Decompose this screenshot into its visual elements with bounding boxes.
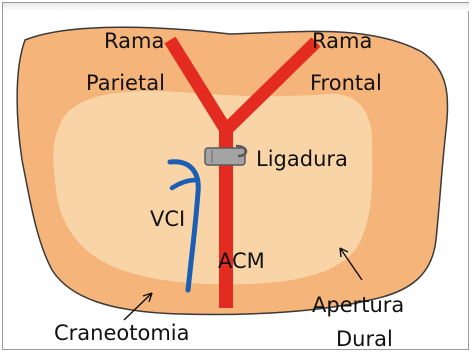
label-vci: VCI <box>150 207 185 231</box>
label-acm: ACM <box>218 249 265 273</box>
label-rama-frontal-1: Rama <box>312 29 372 53</box>
label-rama-frontal-2: Frontal <box>310 71 382 95</box>
label-ligadura: Ligadura <box>256 147 348 171</box>
label-apertura-dural-2: Dural <box>336 327 393 351</box>
label-rama-parietal-1: Rama <box>104 29 164 53</box>
label-craneotomia: Craneotomia <box>54 321 190 345</box>
ligature-clip <box>205 146 246 165</box>
label-rama-parietal-2: Parietal <box>86 71 165 95</box>
label-apertura-dural-1: Apertura <box>312 293 404 317</box>
